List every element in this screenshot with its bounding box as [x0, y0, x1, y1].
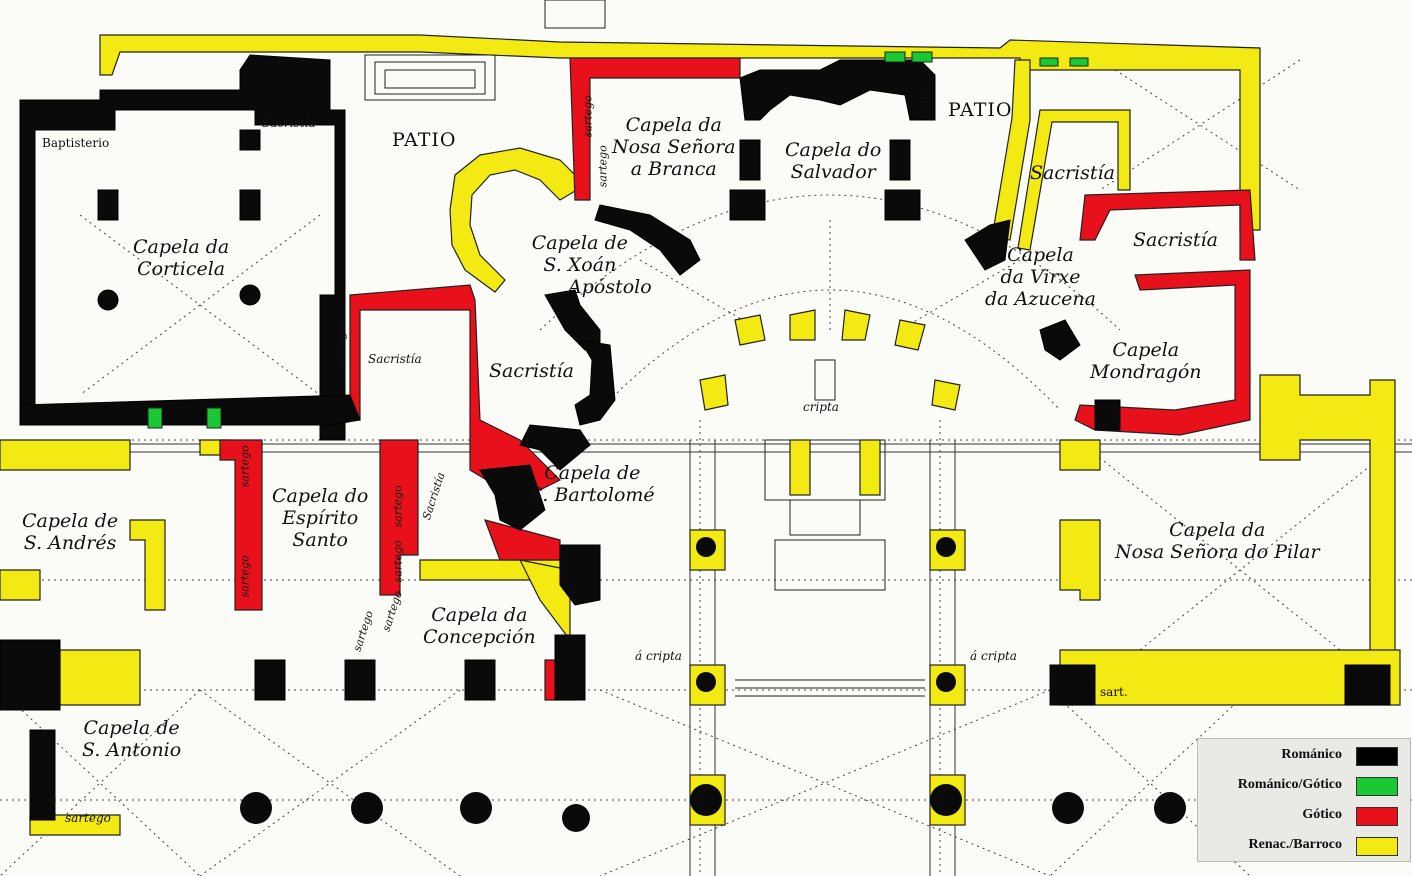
legend: Románico Románico/Gótico Gótico Renac./B… — [1197, 738, 1411, 862]
sacristia-right2-label: Sacristía — [1133, 229, 1218, 251]
sacristia-mid-label: Sacristía — [489, 360, 574, 382]
capela-azucena-line2: da Virxe — [1000, 265, 1081, 288]
romanesque-walls — [0, 54, 1391, 821]
capela-pilar-line2: Nosa Señora do Pilar — [1115, 540, 1320, 563]
sartego-label: sartego — [391, 540, 405, 583]
capela-espirito-line1: Capela do — [272, 485, 369, 507]
legend-label: Románico/Gótico — [1237, 777, 1342, 792]
capela-andres-line2: S. Andrés — [23, 531, 117, 554]
capela-bartolome-label: Capela de S. Bartolomé — [530, 462, 655, 507]
sacristia-top-label: Sacristía — [262, 116, 316, 130]
capela-mondragon-label: Capela Mondragón — [1090, 339, 1202, 384]
sartego-label: sartego — [581, 95, 595, 138]
capela-mondragon-line1: Capela — [1112, 339, 1180, 361]
legend-item-renac-barroco: Renac./Barroco — [1198, 831, 1410, 859]
patio-label-right: PATIO — [948, 99, 1013, 121]
capela-xoan-line3: Apóstolo — [568, 275, 652, 298]
capela-corticela-label: Capela da Corticela — [133, 236, 230, 281]
legend-item-romanico-gotico: Románico/Gótico — [1198, 771, 1410, 799]
capela-azucena-label: Capela da Virxe da Azucena — [985, 244, 1096, 311]
legend-item-gotico: Gótico — [1198, 801, 1410, 829]
capela-concepcion-label: Capela da Concepción — [423, 604, 536, 649]
baptisterio-label: Baptisterio — [42, 136, 110, 150]
capela-pilar-label: Capela da Nosa Señora do Pilar — [1115, 519, 1320, 564]
capela-espirito-line2: Espírito — [282, 506, 359, 529]
a-cripta-right-label: á cripta — [970, 649, 1017, 663]
legend-swatch-green — [1356, 777, 1398, 796]
capela-xoan-line1: Capela de — [531, 232, 628, 254]
legend-label: Gótico — [1302, 807, 1342, 822]
sartego-label: sartego — [596, 145, 610, 188]
legend-swatch-red — [1356, 807, 1398, 826]
capela-branca-label: Capela da Nosa Señora a Branca — [612, 114, 736, 181]
capela-xoan-label: Capela de S. Xoán Apóstolo — [508, 232, 652, 299]
sacristia-small-label: Sacristía — [368, 352, 422, 366]
capela-mondragon-line2: Mondragón — [1090, 360, 1202, 383]
capela-espirito-label: Capela do Espírito Santo — [272, 485, 369, 552]
cripta-label: cripta — [803, 400, 839, 414]
capela-andres-line1: Capela de — [22, 510, 119, 532]
capela-antonio-label: Capela de S. Antonio — [82, 717, 182, 762]
capela-branca-line3: a Branca — [630, 157, 717, 180]
capela-corticela-line2: Corticela — [137, 257, 226, 280]
sart-label: sart. — [916, 86, 931, 114]
legend-label: Renac./Barroco — [1248, 837, 1342, 852]
capela-salvador-line2: Salvador — [790, 160, 876, 183]
sartego-label: sartego — [391, 485, 405, 528]
capela-bartolome-line2: S. Bartolomé — [530, 483, 655, 506]
capela-salvador-label: Capela do Salvador — [785, 139, 882, 184]
crypt-stairs — [735, 359, 925, 697]
capela-concepcion-line1: Capela da — [431, 604, 528, 626]
capela-antonio-line2: S. Antonio — [82, 738, 182, 761]
transition-walls — [147, 51, 1089, 429]
sartego-label: sartego — [238, 445, 252, 488]
sartego-label: sartego — [334, 325, 348, 368]
capela-salvador-line1: Capela do — [785, 139, 882, 161]
capela-bartolome-line1: Capela de — [544, 462, 641, 484]
capela-corticela-line1: Capela da — [133, 236, 230, 258]
capela-antonio-line1: Capela de — [83, 717, 180, 739]
apse-piers — [689, 309, 966, 826]
capela-branca-line2: Nosa Señora — [612, 135, 736, 158]
capela-andres-label: Capela de S. Andrés — [22, 510, 119, 555]
sart-label: sart. — [1100, 685, 1128, 699]
patio-steps — [364, 0, 606, 101]
capela-branca-line1: Capela da — [625, 114, 722, 136]
capela-concepcion-line2: Concepción — [423, 625, 536, 648]
capela-azucena-line1: Capela — [1007, 244, 1074, 266]
a-cripta-left-label: á cripta — [635, 649, 682, 663]
legend-swatch-black — [1356, 747, 1398, 766]
legend-label: Románico — [1281, 747, 1342, 762]
sartego-label: sartego — [65, 811, 111, 825]
gothic-walls — [219, 57, 1256, 701]
sartego-label: sartego — [238, 555, 252, 598]
patio-label-left: PATIO — [392, 129, 457, 151]
legend-item-romanico: Románico — [1198, 741, 1410, 769]
capela-espirito-line3: Santo — [292, 528, 348, 551]
capela-azucena-line3: da Azucena — [985, 287, 1096, 310]
renaissance-walls — [0, 34, 1401, 836]
legend-swatch-yellow — [1356, 837, 1398, 856]
sacristia-right-label: Sacristía — [1030, 162, 1115, 184]
capela-pilar-line1: Capela da — [1169, 519, 1266, 541]
capela-xoan-line2: S. Xoán — [543, 253, 617, 276]
